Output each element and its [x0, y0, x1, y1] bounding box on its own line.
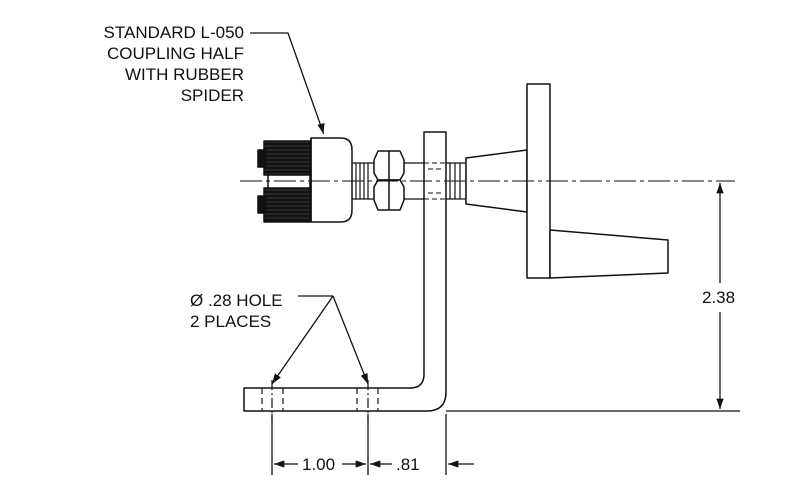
shaft-hidden-in-bracket	[424, 162, 446, 200]
height-dimension	[446, 183, 740, 412]
height-dimension-label: 2.38	[702, 288, 736, 307]
tapered-arm	[549, 229, 669, 279]
l-bracket	[243, 131, 447, 412]
hole-callout-line-2: 2 PLACES	[190, 312, 272, 331]
coupling-callout: STANDARD L-050 COUPLING HALF WITH RUBBER…	[104, 22, 244, 106]
bottom-dimensions	[271, 414, 474, 475]
coupling-leader	[250, 32, 324, 133]
coupling-callout-line-4: SPIDER	[180, 86, 244, 105]
coupling-callout-line-2: COUPLING HALF	[107, 44, 244, 63]
coupling-callout-line-3: WITH RUBBER	[125, 65, 244, 84]
hole-callout: Ø .28 HOLE 2 PLACES	[190, 290, 283, 332]
hex-nut	[373, 150, 405, 211]
hole-spacing-dimension-label: 1.00	[302, 455, 336, 474]
offset-dimension-label: .81	[396, 455, 420, 474]
coupling-body	[310, 137, 353, 223]
hole-callout-line-1: Ø .28 HOLE	[190, 291, 283, 310]
coupling-callout-line-1: STANDARD L-050	[103, 23, 244, 42]
hole-hidden-lines	[261, 380, 379, 418]
rubber-spider	[257, 140, 311, 223]
